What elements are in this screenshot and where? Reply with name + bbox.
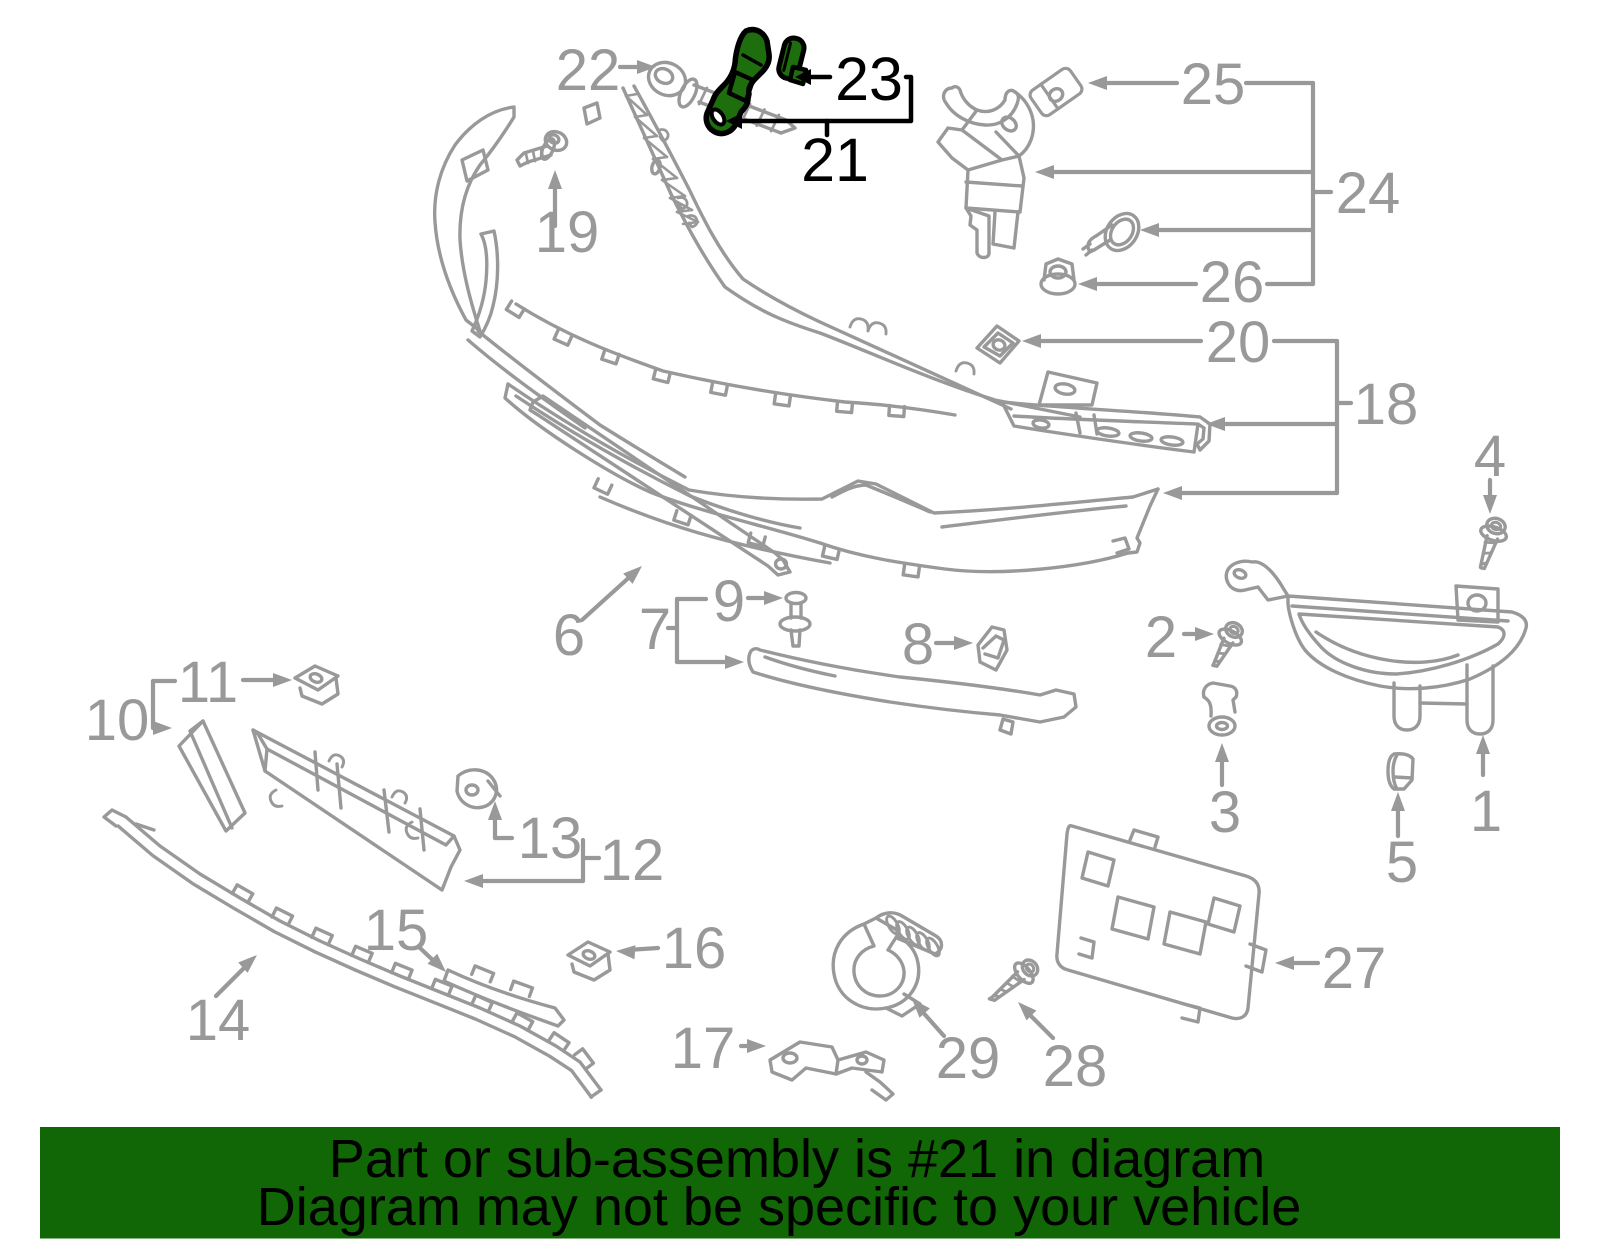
svg-text:1: 1 [1470,779,1502,844]
svg-text:20: 20 [1206,310,1271,375]
svg-text:15: 15 [364,898,429,963]
svg-text:3: 3 [1209,780,1241,845]
svg-text:28: 28 [1043,1034,1108,1099]
svg-text:26: 26 [1200,250,1265,315]
svg-text:21: 21 [801,126,869,194]
svg-text:11: 11 [178,650,238,715]
svg-text:22: 22 [556,38,621,103]
svg-text:2: 2 [1145,605,1177,670]
svg-text:10: 10 [85,688,150,753]
svg-text:19: 19 [535,200,600,265]
svg-text:6: 6 [553,603,585,668]
svg-text:18: 18 [1354,372,1419,437]
svg-text:23: 23 [835,45,903,113]
svg-text:Diagram may not be specific to: Diagram may not be specific to your vehi… [257,1177,1301,1237]
svg-text:17: 17 [671,1016,736,1081]
svg-text:13: 13 [518,806,583,871]
svg-text:14: 14 [186,988,251,1053]
svg-text:29: 29 [936,1026,1001,1091]
svg-text:Part or sub-assembly is #21 in: Part or sub-assembly is #21 in diagram [329,1129,1265,1189]
svg-text:5: 5 [1386,830,1418,895]
svg-text:16: 16 [662,916,727,981]
svg-text:12: 12 [600,828,665,893]
svg-text:7: 7 [639,597,671,662]
svg-text:8: 8 [902,612,934,677]
svg-text:24: 24 [1336,161,1401,226]
svg-text:27: 27 [1322,936,1387,1001]
svg-text:25: 25 [1181,52,1246,117]
svg-text:9: 9 [713,569,745,634]
